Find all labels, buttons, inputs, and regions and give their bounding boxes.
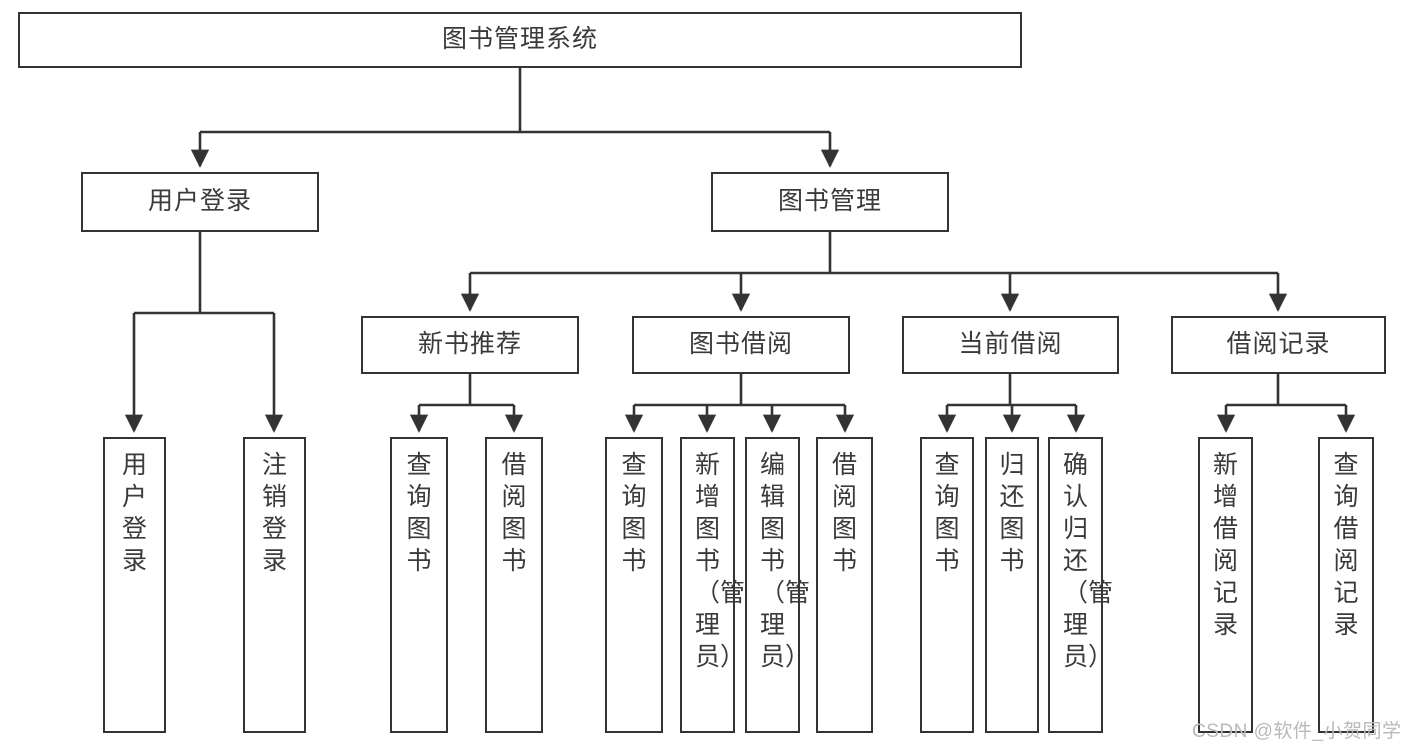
leaf-label: 确认归还（管理员）	[1063, 451, 1114, 671]
leaf-label: 新增借阅记录	[1213, 451, 1239, 639]
leaf-label: 借阅图书	[501, 451, 527, 575]
leaf-return-book[interactable]: 归还图书	[985, 437, 1039, 733]
leaf-query-book-current[interactable]: 查询图书	[920, 437, 974, 733]
leaf-label: 查询图书	[621, 451, 647, 575]
leaf-borrow-book-newbook[interactable]: 借阅图书	[485, 437, 543, 733]
node-book-borrow[interactable]: 图书借阅	[632, 316, 850, 374]
node-new-book-recommend[interactable]: 新书推荐	[361, 316, 579, 374]
leaf-user-login[interactable]: 用户登录	[103, 437, 166, 733]
node-borrow-records[interactable]: 借阅记录	[1171, 316, 1386, 374]
leaf-label: 新增图书（管理员）	[695, 451, 746, 671]
leaf-label: 查询借阅记录	[1333, 451, 1359, 639]
leaf-edit-book-admin[interactable]: 编辑图书（管理员）	[745, 437, 811, 733]
leaf-label: 归还图书	[999, 451, 1025, 575]
leaf-query-book-borrow[interactable]: 查询图书	[605, 437, 663, 733]
node-user-login[interactable]: 用户登录	[81, 172, 319, 232]
leaf-label: 查询图书	[934, 451, 960, 575]
leaf-borrow-book[interactable]: 借阅图书	[816, 437, 873, 733]
watermark: CSDN @软件_小贺同学	[1192, 721, 1402, 742]
node-root[interactable]: 图书管理系统	[18, 12, 1022, 68]
leaf-add-borrow-record[interactable]: 新增借阅记录	[1198, 437, 1253, 733]
leaf-logout[interactable]: 注销登录	[243, 437, 306, 733]
leaf-add-book-admin[interactable]: 新增图书（管理员）	[680, 437, 746, 733]
leaf-query-book-newbook[interactable]: 查询图书	[390, 437, 448, 733]
leaf-confirm-return-admin[interactable]: 确认归还（管理员）	[1048, 437, 1114, 733]
leaf-label: 借阅图书	[832, 451, 858, 575]
leaf-label: 注销登录	[262, 451, 288, 575]
node-current-borrow[interactable]: 当前借阅	[902, 316, 1119, 374]
leaf-label: 查询图书	[406, 451, 432, 575]
leaf-query-borrow-record[interactable]: 查询借阅记录	[1318, 437, 1374, 733]
node-book-management[interactable]: 图书管理	[711, 172, 949, 232]
leaf-label: 编辑图书（管理员）	[760, 451, 811, 671]
leaf-label: 用户登录	[122, 451, 148, 575]
